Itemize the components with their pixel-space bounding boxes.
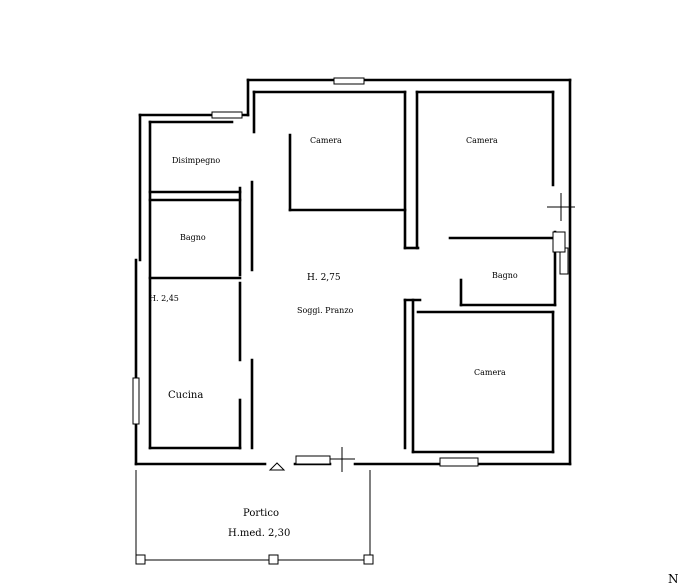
window-disimpegno <box>211 111 243 119</box>
label-camera-top-center: Camera <box>310 136 342 145</box>
label-soggiorno-height: H. 2,75 <box>307 273 341 283</box>
portico <box>135 470 374 565</box>
interior-walls <box>148 90 557 454</box>
portico-column <box>268 554 279 565</box>
label-disimpegno: Disimpegno <box>172 156 220 165</box>
label-camera-top-right: Camera <box>466 136 498 145</box>
window-camera-bottom <box>439 457 479 467</box>
portico-column <box>135 554 146 565</box>
label-cucina-height: H. 2,45 <box>149 294 179 303</box>
label-portico: Portico <box>243 508 279 519</box>
room-labels: Disimpegno Bagno Camera Camera Bagno Cam… <box>149 136 518 539</box>
label-bagno-left: Bagno <box>180 233 206 242</box>
label-camera-bottom-right: Camera <box>474 368 506 377</box>
windows <box>132 77 575 472</box>
window-entrance <box>295 455 331 465</box>
label-soggiorno-name: Soggi. Pranzo <box>297 306 354 315</box>
window-kitchen-left <box>132 377 140 425</box>
window-top <box>333 77 365 85</box>
entrance-arrow-icon <box>268 462 286 471</box>
portico-column <box>363 554 374 565</box>
pillar-bagno-right <box>552 231 566 253</box>
north-indicator: N <box>668 572 679 585</box>
label-bagno-right: Bagno <box>492 271 518 280</box>
label-cucina: Cucina <box>168 390 203 401</box>
exterior-walls <box>134 78 572 466</box>
label-portico-height: H.med. 2,30 <box>228 528 290 539</box>
